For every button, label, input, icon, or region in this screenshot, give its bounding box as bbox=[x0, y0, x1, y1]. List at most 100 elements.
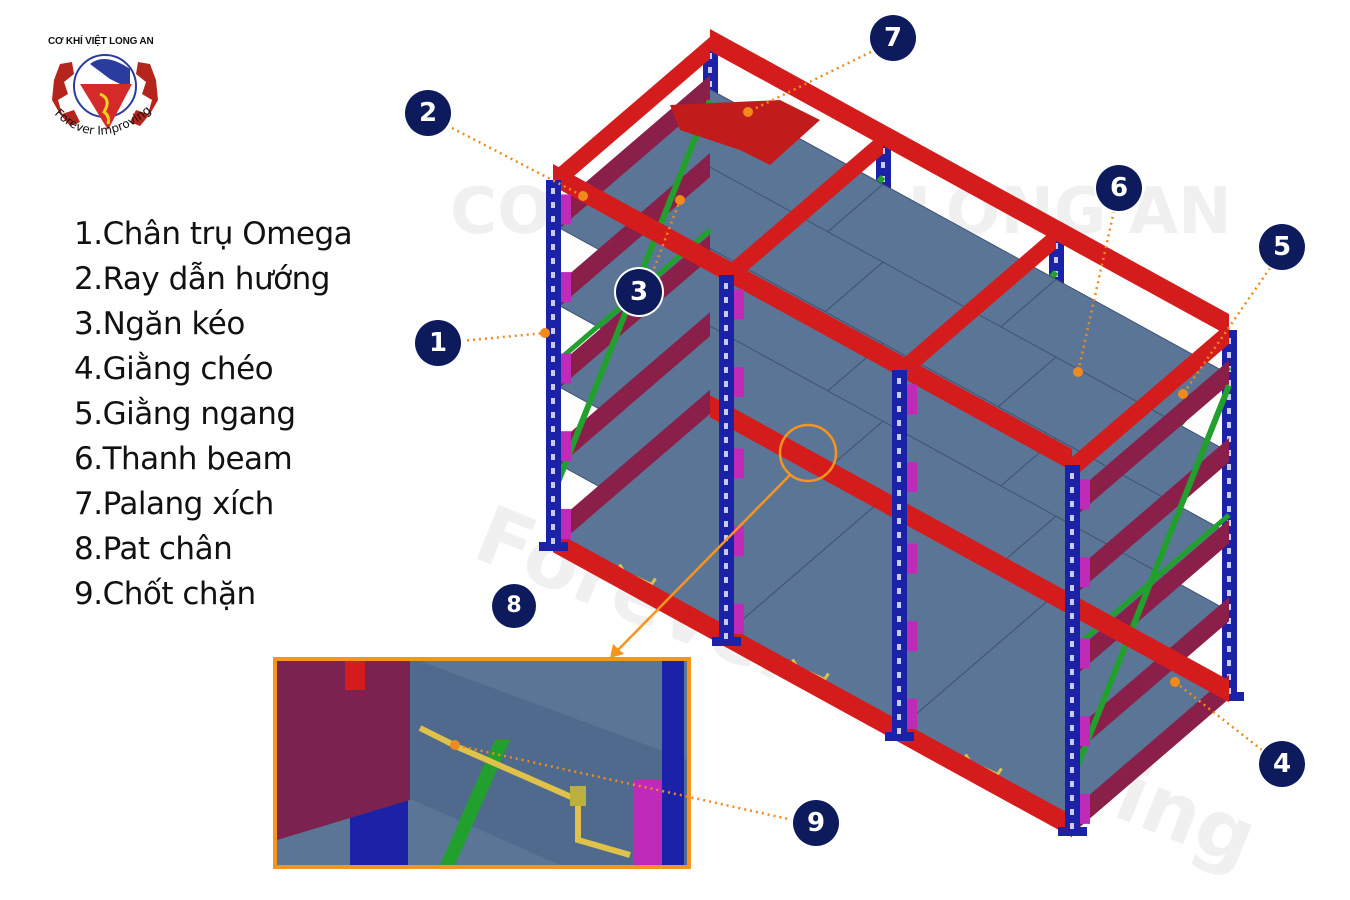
upright-hole bbox=[1070, 473, 1074, 479]
upright-hole bbox=[551, 230, 555, 236]
guide-rail bbox=[1072, 674, 1229, 834]
leader-line bbox=[454, 743, 794, 822]
leader-dot bbox=[743, 107, 753, 117]
upright-hole bbox=[551, 188, 555, 194]
legend-item: 8.Pat chân bbox=[74, 527, 352, 572]
legend-number: 9. bbox=[74, 576, 103, 612]
legend-item: 2.Ray dẫn hướng bbox=[74, 257, 352, 302]
upright-hole bbox=[724, 381, 728, 387]
leader-line bbox=[451, 126, 584, 198]
upright-hole bbox=[1070, 795, 1074, 801]
callout-3: 3 bbox=[616, 269, 662, 315]
guide-rail bbox=[1072, 519, 1229, 679]
upright-hole bbox=[551, 440, 555, 446]
upright-hole bbox=[724, 325, 728, 331]
upright-hole bbox=[1227, 576, 1231, 582]
drawer-front-plate bbox=[907, 384, 917, 415]
upright-hole bbox=[897, 630, 901, 636]
legend-number: 6. bbox=[74, 441, 103, 477]
legend-label: Pat chân bbox=[102, 531, 233, 567]
upright-hole bbox=[897, 714, 901, 720]
callout-5: 5 bbox=[1259, 224, 1305, 270]
omega-upright bbox=[892, 370, 907, 740]
upright-hole bbox=[897, 588, 901, 594]
omega-upright bbox=[1065, 465, 1080, 835]
legend-number: 3. bbox=[74, 306, 103, 342]
upright-hole bbox=[724, 353, 728, 359]
upright-hole bbox=[1070, 487, 1074, 493]
upright-hole bbox=[1070, 571, 1074, 577]
upright-hole bbox=[724, 479, 728, 485]
legend-item: 5.Giằng ngang bbox=[74, 392, 352, 437]
upright-hole bbox=[1070, 753, 1074, 759]
foot-plate bbox=[539, 542, 568, 551]
upright-hole bbox=[724, 591, 728, 597]
upright-hole bbox=[724, 437, 728, 443]
inset-upright-right bbox=[662, 661, 684, 865]
upright-hole bbox=[551, 468, 555, 474]
upright-hole bbox=[897, 476, 901, 482]
drawer-front-plate bbox=[907, 543, 917, 574]
legend-item: 4.Giằng chéo bbox=[74, 347, 352, 392]
inset-drawer-front bbox=[633, 780, 661, 865]
legend-number: 8. bbox=[74, 531, 103, 567]
upright-hole bbox=[551, 286, 555, 292]
foot-plate bbox=[1058, 827, 1087, 836]
callout-8: 8 bbox=[492, 584, 536, 628]
drawer-front-plate bbox=[561, 431, 571, 462]
upright-hole bbox=[1070, 683, 1074, 689]
drawer-front-plate bbox=[734, 526, 744, 557]
upright-hole bbox=[881, 162, 885, 168]
callout-4: 4 bbox=[1259, 741, 1305, 787]
upright-hole bbox=[897, 602, 901, 608]
upright-hole bbox=[897, 532, 901, 538]
upright-hole bbox=[1227, 590, 1231, 596]
detail-arrowhead bbox=[610, 644, 624, 658]
omega-upright bbox=[546, 180, 561, 550]
upright-hole bbox=[724, 451, 728, 457]
upright-hole bbox=[1227, 464, 1231, 470]
upright-hole bbox=[897, 504, 901, 510]
upright-hole bbox=[1070, 515, 1074, 521]
upright-hole bbox=[1070, 641, 1074, 647]
upright-hole bbox=[551, 412, 555, 418]
legend-label: Chốt chặn bbox=[102, 576, 257, 612]
upright-hole bbox=[551, 244, 555, 250]
drawer-rack-model bbox=[539, 29, 1244, 838]
upright-hole bbox=[724, 339, 728, 345]
upright-hole bbox=[1227, 660, 1231, 666]
upright-hole bbox=[1070, 585, 1074, 591]
upright-hole bbox=[551, 314, 555, 320]
upright-hole bbox=[897, 490, 901, 496]
parts-legend: 1.Chân trụ Omega 2.Ray dẫn hướng 3.Ngăn … bbox=[74, 212, 353, 617]
upright-hole bbox=[551, 482, 555, 488]
upright-hole bbox=[1227, 352, 1231, 358]
legend-number: 4. bbox=[74, 351, 103, 387]
upright-hole bbox=[897, 616, 901, 622]
upright-hole bbox=[1070, 697, 1074, 703]
upright-hole bbox=[1070, 557, 1074, 563]
upright-hole bbox=[897, 644, 901, 650]
upright-hole bbox=[897, 518, 901, 524]
upright-hole bbox=[897, 462, 901, 468]
upright-hole bbox=[551, 398, 555, 404]
leader-dot bbox=[675, 195, 685, 205]
beam-bar bbox=[710, 395, 1229, 703]
legend-item: 3.Ngăn kéo bbox=[74, 302, 352, 347]
upright-hole bbox=[1070, 781, 1074, 787]
upright-hole bbox=[1070, 711, 1074, 717]
guide-rail bbox=[553, 312, 710, 472]
callout-6: 6 bbox=[1096, 165, 1142, 211]
upright-hole bbox=[724, 535, 728, 541]
upright-hole bbox=[551, 384, 555, 390]
upright-hole bbox=[1070, 809, 1074, 815]
inset-brace bbox=[440, 740, 510, 865]
inset-beam bbox=[345, 661, 365, 690]
upright-hole bbox=[897, 392, 901, 398]
upright-hole bbox=[1227, 408, 1231, 414]
upright-hole bbox=[551, 510, 555, 516]
legend-item: 7.Palang xích bbox=[74, 482, 352, 527]
legend-label: Ray dẫn hướng bbox=[102, 261, 331, 297]
upright-hole bbox=[724, 549, 728, 555]
